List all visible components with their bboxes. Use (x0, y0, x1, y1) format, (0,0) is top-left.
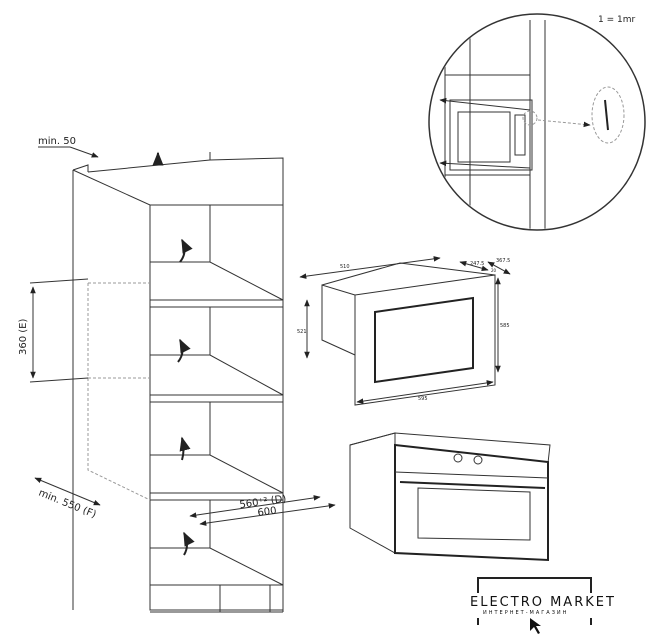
cursor-icon (530, 618, 541, 634)
tall-cabinet (72, 151, 284, 613)
airflow-arrow-icon (152, 151, 195, 556)
logo-name: ELECTRO MARKET (470, 595, 616, 610)
cabinet-dimensions: min. 50 360 (E) min. 550 (F) 560⁺² (D) 6… (18, 136, 336, 526)
oven-dimension-drawing: 510 247.5 367.5 20 521 585 595 (297, 256, 511, 406)
dim-510: 510 (340, 264, 350, 270)
detail-circle (428, 13, 646, 231)
oven-illustration (349, 432, 551, 562)
dim-585: 585 (500, 323, 510, 329)
niche-height-label: 360 (E) (18, 319, 29, 355)
dim-521: 521 (297, 329, 307, 335)
scale-note: 1 = 1mr (598, 15, 635, 25)
dim-595: 595 (418, 396, 428, 402)
logo-subtitle: ИНТЕРНЕТ-МАГАЗИН (483, 610, 568, 616)
dim-20: 20 (491, 268, 497, 273)
min-50-label: min. 50 (38, 136, 76, 147)
electro-market-logo: ELECTRO MARKET ИНТЕРНЕТ-МАГАЗИН (470, 577, 616, 634)
depth-600-label: 600 (257, 505, 277, 519)
dim-367-5: 367.5 (496, 258, 510, 264)
min-550-label: min. 550 (F) (37, 488, 98, 521)
dim-247-5: 247.5 (470, 261, 484, 267)
